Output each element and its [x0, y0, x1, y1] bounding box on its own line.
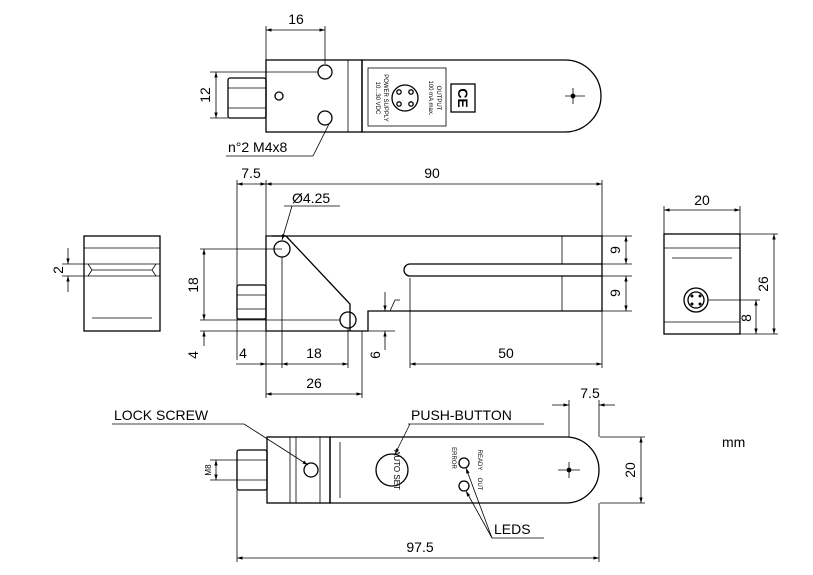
led-ready: [458, 457, 470, 469]
left-body: [83, 235, 161, 332]
screw-note: n°2 M4x8: [228, 139, 288, 155]
auto-set-label: AUTO SET: [392, 450, 401, 490]
label-output: OUTPUT: [435, 86, 441, 111]
front-slot: [403, 263, 602, 277]
dim-6: 6: [367, 351, 383, 359]
dim-50: 50: [498, 345, 514, 361]
top-screw-hole-upper: [317, 64, 333, 80]
dim-m8: M8: [204, 464, 213, 476]
front-view: 7.5 90 Ø4.25 18 4 4 1: [185, 165, 632, 398]
mount-hole-lower: [339, 311, 357, 329]
push-button-label: PUSH-BUTTON: [411, 407, 512, 423]
led-error-label: ERROR: [450, 447, 456, 469]
lock-screw-label: LOCK SCREW: [114, 407, 209, 423]
ce-mark: CE: [455, 88, 471, 107]
led-ready-label: READY: [476, 450, 482, 471]
bottom-body-right: [329, 436, 600, 504]
led-out-label: OUT: [476, 478, 482, 491]
dim-16: 16: [288, 11, 304, 27]
dim-26-right: 26: [755, 276, 771, 292]
dim-26-front: 26: [306, 375, 322, 391]
dim-97-5: 97.5: [406, 539, 433, 555]
lock-screw-head: [303, 462, 319, 478]
dim-4-horizontal: 4: [239, 345, 247, 361]
front-body: [265, 235, 603, 332]
dim-18-vertical: 18: [185, 277, 201, 293]
dim-7-5-bottom: 7.5: [580, 385, 600, 401]
top-screw-hole-lower: [317, 110, 333, 126]
dim-20-right: 20: [694, 192, 710, 208]
right-body: [663, 233, 741, 335]
dim-8: 8: [738, 314, 754, 322]
bottom-body-left: [266, 436, 331, 504]
dim-18-horizontal: 18: [306, 345, 322, 361]
dim-9-upper: 9: [607, 246, 623, 254]
left-view: 2: [50, 235, 161, 332]
hole-diameter: Ø4.25: [292, 190, 330, 206]
dim-90: 90: [424, 165, 440, 181]
front-connector: [236, 284, 267, 320]
top-body-right: [361, 59, 602, 133]
top-connector: [227, 77, 267, 119]
dim-9-lower: 9: [607, 289, 623, 297]
top-view: POWER SUPPLY 10...30 VDC OUTPUT 100 mA m…: [197, 11, 602, 157]
right-view: 20 26 8: [663, 192, 778, 335]
units-label: mm: [722, 434, 745, 450]
label-output-current: 100 mA max.: [427, 80, 433, 115]
ce-mark-box: [450, 83, 476, 113]
top-connector-socket: [391, 84, 419, 112]
dim-2: 2: [50, 266, 66, 274]
dim-12: 12: [197, 87, 213, 103]
label-voltage: 10...30 VDC: [374, 82, 380, 115]
dim-4-vertical: 4: [185, 351, 201, 359]
dim-20-bottom: 20: [622, 462, 638, 478]
bottom-connector: [236, 449, 268, 491]
led-out: [458, 480, 470, 492]
dim-7-5-top: 7.5: [241, 165, 261, 181]
label-power-supply: POWER SUPPLY: [382, 74, 388, 122]
push-button: [375, 453, 409, 487]
leds-label: LEDS: [494, 521, 531, 537]
bottom-view: AUTO SET READY ERROR OUT LOCK SCREW PUSH…: [112, 385, 645, 562]
